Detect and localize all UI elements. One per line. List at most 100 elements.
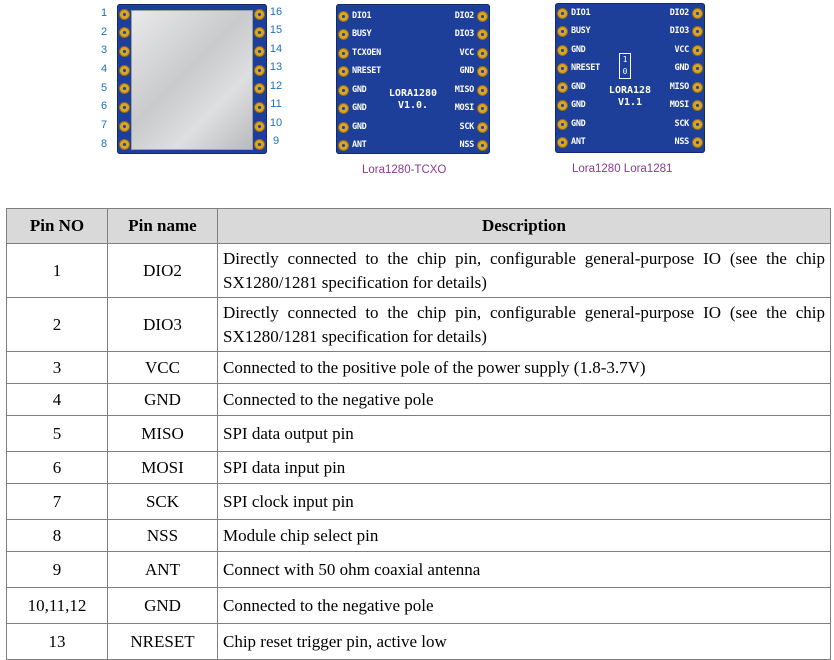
table-row: 3 VCC Connected to the positive pole of … xyxy=(6,351,831,384)
pin-label: BUSY xyxy=(571,26,591,36)
pin-number: 12 xyxy=(269,80,283,92)
pin-number: 5 xyxy=(100,82,108,94)
pin-label: GND xyxy=(352,85,367,95)
module-version: V1.0. xyxy=(397,99,429,111)
pin-no-cell: 7 xyxy=(6,483,108,520)
pin-no-cell: 2 xyxy=(6,297,108,352)
pin-no-cell: 6 xyxy=(6,451,108,484)
table-row: 1 DIO2 Directly connected to the chip pi… xyxy=(6,243,831,298)
pin-name-cell: MISO xyxy=(107,415,218,452)
pin-label: MISO xyxy=(669,82,690,92)
pin-number: 3 xyxy=(100,44,108,56)
module-model-text: LORA128 V1.1 xyxy=(555,85,705,108)
pin-number: 6 xyxy=(100,100,108,112)
table-row: 10,11,12 GND Connected to the negative p… xyxy=(6,587,831,624)
table-row: 6 MOSI SPI data input pin xyxy=(6,451,831,484)
pin-number: 1 xyxy=(100,7,108,19)
table-row: 2 DIO3 Directly connected to the chip pi… xyxy=(6,297,831,352)
lora-module-shielded xyxy=(117,4,267,154)
pin-number: 14 xyxy=(269,43,283,55)
pin-number: 13 xyxy=(269,61,283,73)
pin-number: 7 xyxy=(100,119,108,131)
module-model-text: LORA1280 V1.0. xyxy=(336,88,490,111)
module1-right-pin-numbers: 16 15 14 13 12 11 10 9 xyxy=(268,6,288,156)
pin-label: VCC xyxy=(674,45,690,55)
pin-label: GND xyxy=(571,119,586,129)
pin-label: NSS xyxy=(674,137,690,147)
module-version: V1.1 xyxy=(617,96,643,108)
pin-label: GND xyxy=(459,66,475,76)
pin-label: ANT xyxy=(352,140,367,150)
pin-label: NRESET xyxy=(352,66,381,76)
description-cell: Directly connected to the chip pin, conf… xyxy=(217,297,831,352)
header-pin-no: Pin NO xyxy=(6,208,108,244)
flip-top: 1 xyxy=(622,55,628,64)
pin-name-cell: VCC xyxy=(107,351,218,384)
description-cell: Connected to the positive pole of the po… xyxy=(217,351,831,384)
pin-no-cell: 8 xyxy=(6,519,108,552)
metal-shield xyxy=(131,10,253,150)
table-header-row: Pin NO Pin name Description xyxy=(6,208,831,244)
pin-label: NSS xyxy=(459,140,475,150)
pin-no-cell: 5 xyxy=(6,415,108,452)
flip-bottom: 0 xyxy=(622,67,628,76)
pin-label: VCC xyxy=(459,48,475,58)
lora1280-tcxo-module: DIO1 BUSY TCXOEN NRESET GND GND GND ANT … xyxy=(336,4,490,154)
pin-name-cell: GND xyxy=(107,587,218,624)
description-cell: Connected to the negative pole xyxy=(217,587,831,624)
pin-label: GND xyxy=(674,63,690,73)
description-cell: SPI data input pin xyxy=(217,451,831,484)
pin-label: GND xyxy=(571,45,586,55)
module2-caption: Lora1280-TCXO xyxy=(362,164,447,176)
pin-name-cell: NSS xyxy=(107,519,218,552)
description-cell: Module chip select pin xyxy=(217,519,831,552)
pin-label: SCK xyxy=(674,119,690,129)
pin-no-cell: 4 xyxy=(6,383,108,416)
lora1280-1281-module: DIO1 BUSY GND NRESET GND GND GND ANT DIO… xyxy=(555,3,705,153)
pin-name-cell: GND xyxy=(107,383,218,416)
pin-name-cell: SCK xyxy=(107,483,218,520)
table-row: 4 GND Connected to the negative pole xyxy=(6,383,831,416)
pin-number: 16 xyxy=(269,6,283,18)
pin-label: DIO2 xyxy=(669,8,690,18)
pin-number: 4 xyxy=(100,63,108,75)
pin-no-cell: 10,11,12 xyxy=(6,587,108,624)
pin-label: MOSI xyxy=(454,103,475,113)
pin-number: 9 xyxy=(272,135,280,147)
pin-label: MISO xyxy=(454,85,475,95)
pin-label: GND xyxy=(571,100,586,110)
pin-label: DIO3 xyxy=(669,26,690,36)
pin-label: ANT xyxy=(571,137,586,147)
pin-no-cell: 9 xyxy=(6,551,108,588)
pin-label: DIO1 xyxy=(352,11,372,21)
version-flip-box: 1 0 xyxy=(619,53,631,79)
pin-no-cell: 3 xyxy=(6,351,108,384)
pin-label: DIO3 xyxy=(454,29,475,39)
pin-label: GND xyxy=(352,103,367,113)
pin-number: 10 xyxy=(269,117,283,129)
pin-description-table: Pin NO Pin name Description 1 DIO2 Direc… xyxy=(6,208,831,660)
table-row: 7 SCK SPI clock input pin xyxy=(6,483,831,520)
table-row: 5 MISO SPI data output pin xyxy=(6,415,831,452)
pin-label: SCK xyxy=(459,122,475,132)
pin-label: GND xyxy=(571,82,586,92)
module3-caption: Lora1280 Lora1281 xyxy=(572,163,673,175)
pin-label: TCXOEN xyxy=(352,48,381,58)
pin-label: BUSY xyxy=(352,29,372,39)
table-row: 8 NSS Module chip select pin xyxy=(6,519,831,552)
module-model-name: LORA128 xyxy=(608,85,652,96)
table-row: 13 NRESET Chip reset trigger pin, active… xyxy=(6,623,831,660)
pin-number: 15 xyxy=(269,24,283,36)
pin-label: GND xyxy=(352,122,367,132)
description-cell: Connected to the negative pole xyxy=(217,383,831,416)
pin-name-cell: MOSI xyxy=(107,451,218,484)
description-cell: SPI data output pin xyxy=(217,415,831,452)
pin-name-cell: NRESET xyxy=(107,623,218,660)
pin-name-cell: ANT xyxy=(107,551,218,588)
description-cell: SPI clock input pin xyxy=(217,483,831,520)
module1-left-pin-numbers: 1 2 3 4 5 6 7 8 xyxy=(96,6,116,156)
pin-number: 11 xyxy=(270,98,282,110)
header-description: Description xyxy=(217,208,831,244)
pin-label: NRESET xyxy=(571,63,600,73)
pin-no-cell: 1 xyxy=(6,243,108,298)
